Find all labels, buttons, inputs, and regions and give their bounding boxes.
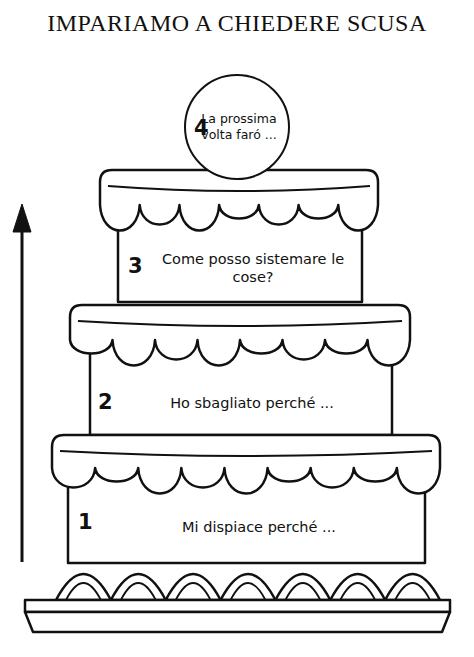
prompt-text: Come posso sistemare le cose?: [152, 250, 354, 286]
scallop-line: [395, 583, 430, 600]
scallop-line: [285, 583, 320, 600]
scallop: [111, 574, 166, 600]
scallop-line: [176, 583, 211, 600]
prompt-text: Ho sbagliato perché ...: [122, 394, 382, 412]
plate: [25, 612, 450, 632]
scallop: [275, 574, 330, 600]
up-arrow: [13, 204, 31, 562]
callout-number: 3: [128, 256, 143, 277]
scallop: [166, 574, 221, 600]
scallop-line: [66, 583, 101, 600]
scallop-line: [340, 583, 375, 600]
frosting: [70, 305, 410, 366]
prompt-text: Mi dispiace perché ...: [104, 518, 414, 536]
callout-number: 1: [78, 512, 93, 533]
frosting-edge: [78, 321, 402, 326]
scallop-line: [121, 583, 156, 600]
title: IMPARIAMO A CHIEDERE SCUSA: [0, 10, 474, 37]
frosting-edge: [60, 451, 432, 456]
scallop: [56, 574, 111, 600]
scallop-line: [231, 583, 266, 600]
frosting: [52, 435, 440, 494]
callout-number: 2: [98, 392, 113, 413]
plan-circle: 4La prossima volta faró ...: [184, 74, 290, 180]
scallop: [330, 574, 385, 600]
frosting-edge: [108, 186, 370, 191]
scallop: [221, 574, 276, 600]
plate: [25, 600, 450, 612]
prompt-text: La prossima volta faró ...: [197, 111, 281, 142]
cake-tier: 1 Mi dispiace perché ...: [70, 498, 424, 556]
scallop: [385, 574, 440, 600]
cake-tier: 2 Ho sbagliato perché ...: [92, 378, 390, 428]
cake-tier: 3 Come posso sistemare le cose?: [120, 238, 360, 298]
